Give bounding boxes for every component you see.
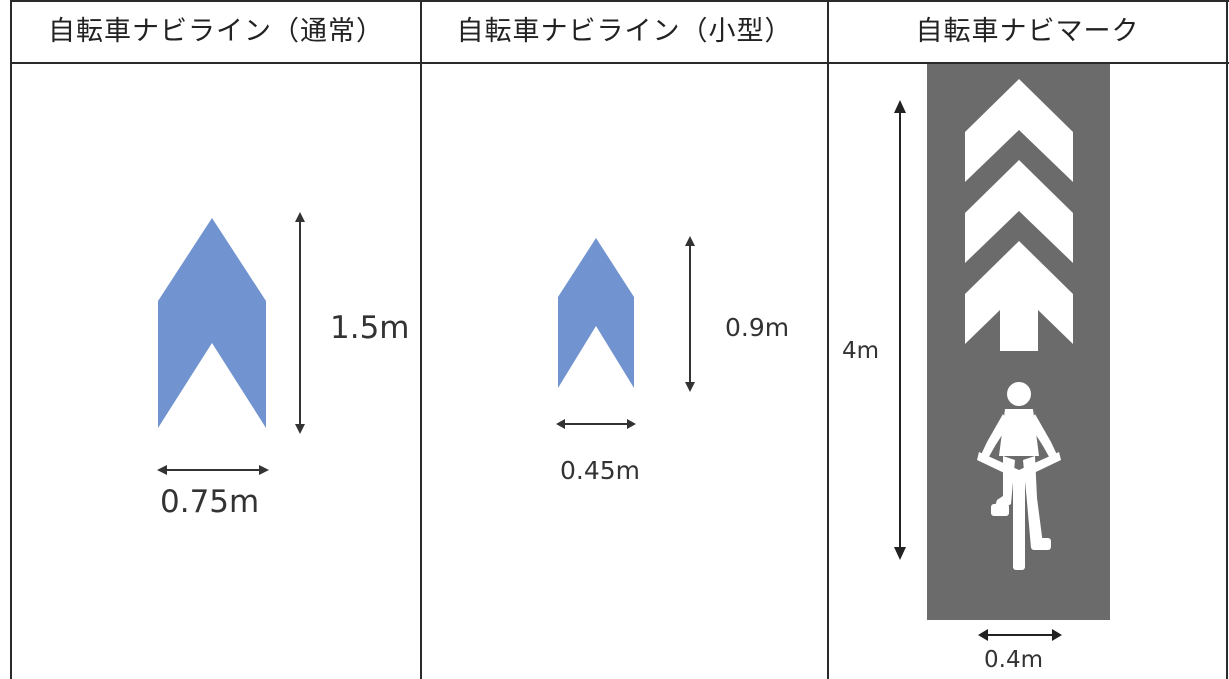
height-label: 4m <box>842 338 880 364</box>
width-label: 0.4m <box>984 647 1043 673</box>
bicycle-rider-with-chevrons-icon <box>927 64 1110 620</box>
height-dimension-arrow <box>295 212 305 434</box>
blue-chevron-arrow-icon <box>558 238 634 388</box>
header-top-border <box>10 0 1229 2</box>
height-label: 1.5m <box>330 310 410 346</box>
column-divider-2 <box>827 0 829 679</box>
width-dimension-arrow <box>157 465 269 475</box>
column-header-navi-mark: 自転車ナビマーク <box>915 16 1140 47</box>
header-bottom-border <box>10 62 1229 64</box>
column-header-standard: 自転車ナビライン（通常） <box>48 16 384 47</box>
height-label: 0.9m <box>725 313 790 342</box>
column-divider-1 <box>420 0 422 679</box>
height-dimension-arrow <box>894 100 906 560</box>
width-label: 0.75m <box>160 484 260 520</box>
height-dimension-arrow <box>685 236 695 392</box>
width-dimension-arrow <box>556 419 636 429</box>
column-header-small: 自転車ナビライン（小型） <box>456 16 793 47</box>
blue-chevron-arrow-icon <box>158 218 266 428</box>
right-border <box>1226 0 1228 679</box>
width-dimension-arrow <box>978 629 1062 641</box>
left-border <box>10 0 12 679</box>
width-label: 0.45m <box>560 456 641 485</box>
